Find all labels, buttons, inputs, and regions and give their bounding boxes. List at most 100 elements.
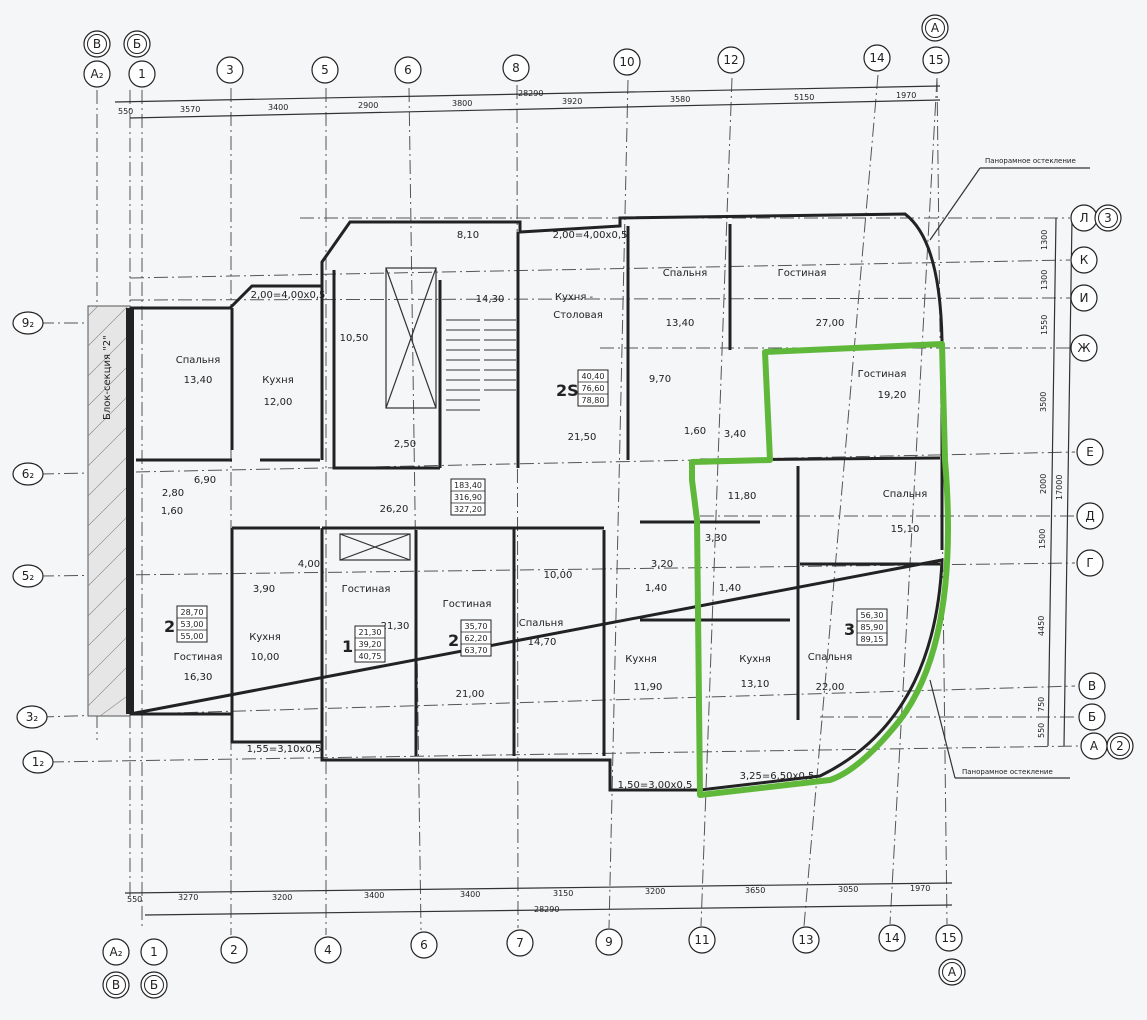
axis-marker-v-bot-8: 7 [506,929,534,957]
room-label-r52: 2,00=4,00х0,5 [553,230,628,241]
svg-text:3400: 3400 [460,890,480,899]
svg-text:3400: 3400 [268,103,288,112]
axis-marker-v-top-11: 14 [863,44,891,72]
room-label-r12: Спальня [663,268,708,279]
svg-text:1970: 1970 [910,884,930,893]
axis-marker-h-r-7: Д [1076,502,1104,530]
axis-label: 8 [512,61,520,75]
axis-label: 1 [138,67,146,81]
room-label-r27: 15,10 [891,524,920,535]
axis-marker-h-l-3: 5₂ [12,564,44,588]
apartment-area: 39,20 [359,640,382,649]
room-label-r41: 10,00 [251,652,280,663]
axis-label: 13 [798,933,813,947]
right-dimensions: 1300 1300 1550 3500 2000 1500 4450 750 5… [1037,230,1064,738]
axis-marker-v-bot-2: 1 [140,938,168,966]
room-label-r9: Кухня - [555,292,594,303]
axis-marker-v-bot-12: 14 [878,924,906,952]
svg-text:3270: 3270 [178,893,198,902]
axis-marker-v-bot-4: Б [140,971,168,999]
room-label-r10: Столовая [553,310,602,321]
axis-marker-v-bot-10: 11 [688,926,716,954]
svg-text:1550: 1550 [1040,315,1049,335]
room-label-r49: Спальня [808,652,853,663]
axis-label: 1 [150,945,158,959]
axis-label: И [1080,291,1089,305]
room-label-r39: 14,70 [528,637,557,648]
apartment-number: 2S [556,381,579,400]
room-label-r54: 1,50=3,00х0,5 [618,780,693,791]
axis-label: А [931,21,940,35]
room-label-r16: 9,70 [649,374,671,385]
apartment-area: 63,70 [465,646,488,655]
svg-text:3570: 3570 [180,105,200,114]
axis-marker-v-top-1: В [83,30,111,58]
room-label-r6: 2,50 [394,439,416,450]
room-label-r23: 1,60 [161,506,183,517]
apartment-area: 35,70 [465,622,488,631]
room-label-r7: 14,30 [476,294,505,305]
axis-marker-h-r-5: Ж [1070,334,1098,362]
axis-label: В [1088,679,1096,693]
axis-label: 3 [226,63,234,77]
room-label-r35: 21,30 [381,621,410,632]
svg-text:3050: 3050 [838,885,858,894]
room-label-r1: Спальня [176,355,221,366]
axis-marker-h-r-1: Л [1070,204,1098,232]
axis-label: А [1090,739,1099,753]
room-label-r19: Гостиная [858,369,907,380]
room-label-r50: 22,00 [816,682,845,693]
room-label-r20: 19,20 [878,390,907,401]
axis-marker-v-bot-5: 2 [220,936,248,964]
axis-marker-v-top-3: А₂ [83,60,111,88]
axis-marker-h-l-1: 9₂ [12,311,44,335]
apartment-area: 55,00 [181,632,204,641]
axis-label: Ж [1078,341,1091,355]
room-label-r15: 27,00 [816,318,845,329]
room-label-r48: 13,10 [741,679,770,690]
axis-label: 7 [516,936,524,950]
axis-marker-v-top-2: Б [123,30,151,58]
apartment-number: 2 [164,617,175,636]
axis-label: 3₂ [26,710,39,724]
top-dimensions: 550 3570 3400 2900 3800 3920 3580 5150 1… [118,89,916,116]
svg-text:2000: 2000 [1039,474,1048,494]
axis-label: 10 [619,55,634,69]
room-label-r5: 10,50 [340,333,369,344]
room-label-r8: 8,10 [457,230,479,241]
room-label-r46: 11,90 [634,682,663,693]
axis-label: 9₂ [22,316,35,330]
dimension-lines [114,85,1073,916]
room-label-r38: Спальня [519,618,564,629]
svg-text:3400: 3400 [364,891,384,900]
axis-label: Б [150,978,158,992]
glazing-leaders [929,167,1090,779]
axis-label: 9 [605,935,613,949]
axis-marker-v-top-10: 12 [717,46,745,74]
axis-label: 1₂ [32,755,45,769]
glazing-note-bottom: Панорамное остекление [962,768,1053,776]
apartment-number: 1 [342,637,353,656]
apartment-area: 76,60 [582,384,605,393]
room-label-r21: 6,90 [194,475,216,486]
room-label-r34: Гостиная [342,584,391,595]
axis-label: К [1080,253,1089,267]
axis-marker-h-r-10: Б [1078,703,1106,731]
svg-text:1970: 1970 [896,91,916,100]
axis-label: 3 [1104,211,1112,225]
hatch-pattern [87,305,131,717]
axis-label: А [948,965,957,979]
axis-marker-v-bot-9: 9 [595,928,623,956]
svg-text:5150: 5150 [794,93,814,102]
axis-marker-v-top-4: 1 [128,60,156,88]
axis-label: Б [1088,710,1096,724]
axis-label: 4 [324,943,332,957]
axis-marker-h-l-5: 1₂ [22,750,54,774]
